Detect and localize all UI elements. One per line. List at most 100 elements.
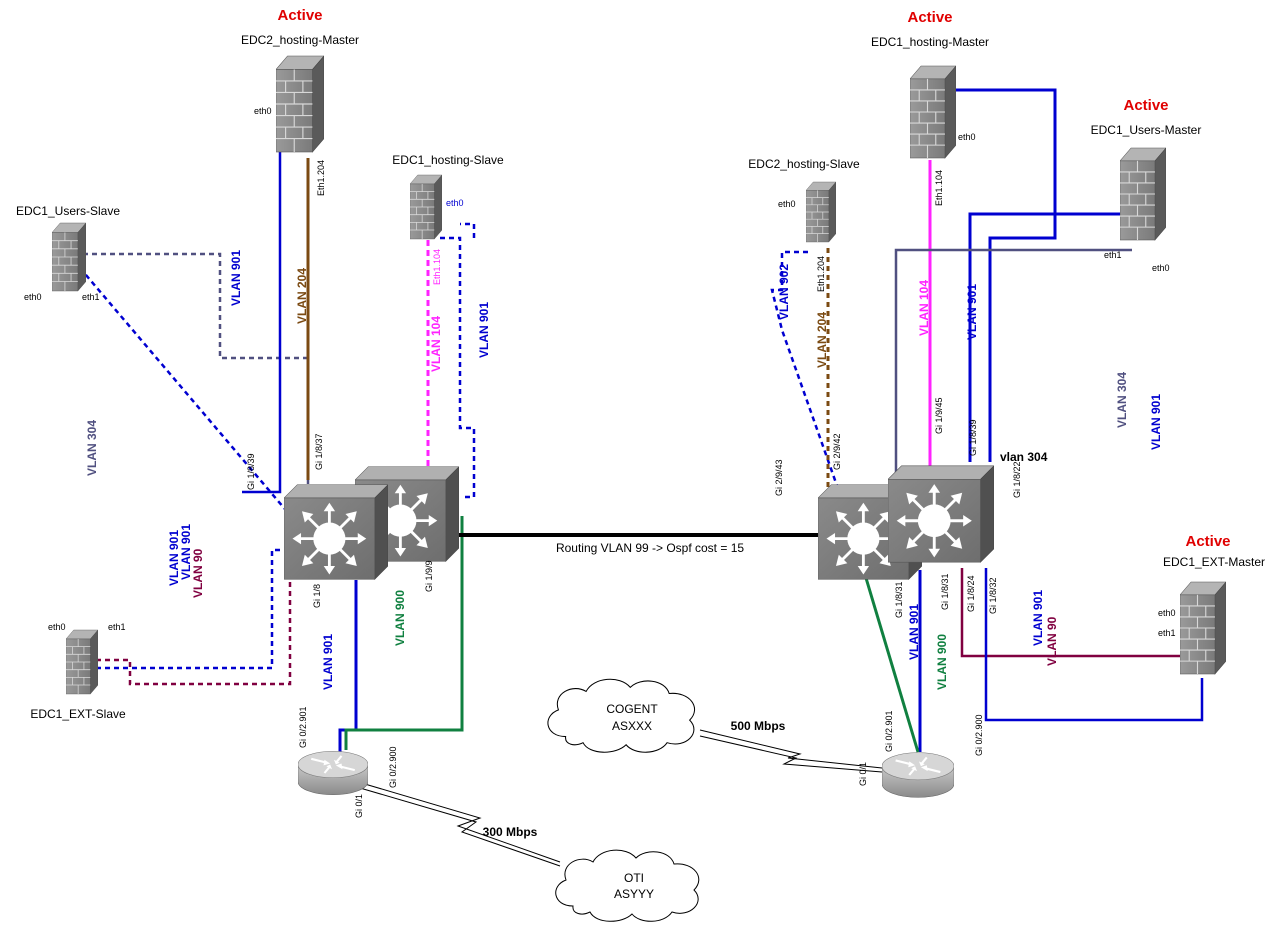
- label-vlan90-left: VLAN 90: [191, 548, 205, 598]
- label-vlan901-bottom-left: VLAN 901: [321, 634, 335, 690]
- firewall-edc2-hosting-slave: [806, 181, 836, 243]
- port-right-gi-1-8-31a: Gi 1/8/31: [894, 581, 904, 618]
- firewall-edc1-ext-slave: [66, 629, 98, 695]
- port-left-gi-1-8-37: Gi 1/8/37: [314, 433, 324, 470]
- title-edc1-ext-slave: EDC1_EXT-Slave: [30, 707, 126, 721]
- port-left-gi-1-9-9: Gi 1/9/9: [424, 560, 434, 592]
- port-edc1-users-master-eth0: eth0: [1152, 263, 1170, 273]
- port-right-gi-1-9-45: Gi 1/9/45: [934, 397, 944, 434]
- port-right-gi-2-9-43: Gi 2/9/43: [774, 459, 784, 496]
- label-vlan900-left: VLAN 900: [393, 590, 407, 646]
- port-left-gi-0-2-900: Gi 0/2.900: [388, 746, 398, 788]
- router-left: [298, 750, 368, 796]
- port-right-gi-1-8-24: Gi 1/8/24: [966, 575, 976, 612]
- link-vlan901-hosting-master: [242, 108, 292, 494]
- link-vlan902-edc2-slave: [770, 250, 844, 501]
- port-edc1-users-slave-eth0: eth0: [24, 292, 42, 302]
- cloud-cogent-name: COGENT: [606, 702, 658, 716]
- port-edc1-ext-slave-eth0: eth0: [48, 622, 66, 632]
- port-right-gi-1-8-22: Gi 1/8/22: [1012, 461, 1022, 498]
- firewall-edc1-hosting-master: [910, 65, 956, 159]
- firewall-edc1-hosting-slave: [410, 174, 442, 240]
- port-edc2-hosting-slave-eth0: eth0: [778, 199, 796, 209]
- link-vlan901-ext-master: [984, 568, 1204, 722]
- port-eth1-204-left: Eth1.204: [316, 160, 326, 196]
- firewall-edc2-hosting-master: [276, 55, 324, 153]
- link-vlan90-ext-master: [960, 568, 1184, 658]
- label-vlan104-left: VLAN 104: [429, 316, 443, 372]
- link-vlan901-users-slave: [79, 267, 291, 516]
- firewall-edc1-users-master: [1120, 147, 1166, 241]
- port-edc1-hosting-slave-eth0: eth0: [446, 198, 464, 208]
- port-edc1-ext-master-eth1: eth1: [1158, 628, 1176, 638]
- link-vlan304-users-slave: [83, 252, 310, 485]
- link-vlan900-left-router: [344, 516, 464, 750]
- label-vlan902-right: VLAN 902: [777, 264, 791, 320]
- port-right-gi-1-8-39: Gi 1/8/39: [968, 419, 978, 456]
- port-eth1-104-left: Eth1.104: [432, 249, 442, 285]
- label-vlan304-switch-right: vlan 304: [1000, 450, 1048, 464]
- bandwidth-500: 500 Mbps: [731, 719, 786, 733]
- port-right-gi-2-9-42: Gi 2/9/42: [832, 433, 842, 470]
- label-vlan901-ext-right: VLAN 901: [1031, 590, 1045, 646]
- link-vlan901-hosting-slave: [440, 236, 476, 499]
- switch-right-back: [888, 464, 994, 564]
- label-vlan901-hosting-slave: VLAN 901: [477, 302, 491, 358]
- port-right-gi-0-1: Gi 0/1: [858, 762, 868, 786]
- port-eth1-104-right: Eth1.104: [934, 170, 944, 206]
- label-vlan900-right: VLAN 900: [935, 634, 949, 690]
- link-vlan901-left-router: [338, 580, 358, 752]
- title-edc1-users-master: EDC1_Users-Master: [1091, 123, 1202, 137]
- label-vlan304-right: VLAN 304: [1115, 372, 1129, 428]
- port-edc1-ext-master-eth0: eth0: [1158, 608, 1176, 618]
- port-edc1-users-slave-eth1: eth1: [82, 292, 100, 302]
- link-vlan304-edc1-users-master: [894, 248, 1132, 478]
- port-left-gi-0-1: Gi 0/1: [354, 794, 364, 818]
- port-left-gi-0-2-901: Gi 0/2.901: [298, 706, 308, 748]
- title-edc1-hosting-master: EDC1_hosting-Master: [871, 35, 989, 49]
- label-vlan901-bottom-right: VLAN 901: [907, 604, 921, 660]
- link-vlan901-edc1-users-master: [968, 212, 1120, 462]
- router-right: [882, 752, 954, 798]
- bandwidth-300: 300 Mbps: [483, 825, 538, 839]
- title-edc1-ext-master: EDC1_EXT-Master: [1163, 555, 1265, 569]
- label-routing: Routing VLAN 99 -> Ospf cost = 15: [556, 541, 744, 555]
- link-300mbps: [357, 781, 561, 863]
- title-edc1-hosting-slave: EDC1_hosting-Slave: [392, 153, 504, 167]
- port-edc1-ext-slave-eth1: eth1: [108, 622, 126, 632]
- label-vlan901-top-left: VLAN 901: [229, 250, 243, 306]
- switch-left-front: [284, 483, 388, 581]
- title-edc2-hosting-master: EDC2_hosting-Master: [241, 33, 359, 47]
- cloud-cogent-as: ASXXX: [612, 719, 652, 733]
- label-vlan204-left: VLAN 204: [295, 268, 309, 324]
- cloud-oti: [555, 849, 700, 922]
- label-vlan901-top-right: VLAN 901: [965, 284, 979, 340]
- port-left-gi-1-8: Gi 1/8: [312, 584, 322, 608]
- firewall-edc1-ext-master: [1180, 581, 1226, 675]
- label-vlan304-left: VLAN 304: [85, 420, 99, 476]
- port-edc1-users-master-eth1: eth1: [1104, 250, 1122, 260]
- label-vlan204-right: VLAN 204: [815, 312, 829, 368]
- link-vlan90-ext-slave: [96, 580, 292, 686]
- port-right-gi-1-8-32: Gi 1/8/32: [988, 577, 998, 614]
- port-left-gi-1-8-39: Gi 1/8/39: [246, 453, 256, 490]
- cloud-oti-as: ASYYY: [614, 887, 654, 901]
- port-right-gi-1-8-31b: Gi 1/8/31: [940, 573, 950, 610]
- status-edc1-users-master: Active: [1123, 97, 1168, 114]
- status-edc1-hosting-master: Active: [907, 9, 952, 26]
- label-vlan901-left-b: VLAN 901: [179, 524, 193, 580]
- port-eth1-204-right: Eth1.204: [816, 256, 826, 292]
- label-vlan90-right: VLAN 90: [1045, 616, 1059, 666]
- port-edc1-hosting-master-eth0: eth0: [958, 132, 976, 142]
- firewall-edc1-users-slave: [52, 222, 86, 292]
- cloud-oti-name: OTI: [624, 871, 644, 885]
- link-vlan901-edc1-hosting-master: [956, 88, 1057, 462]
- label-vlan901-left-a: VLAN 901: [167, 530, 181, 586]
- status-edc2-hosting-master: Active: [277, 7, 322, 24]
- label-vlan901-side-right: VLAN 901: [1149, 394, 1163, 450]
- label-vlan104-right: VLAN 104: [917, 280, 931, 336]
- link-vlan901-ext-slave: [96, 548, 290, 670]
- link-500mbps: [699, 729, 883, 769]
